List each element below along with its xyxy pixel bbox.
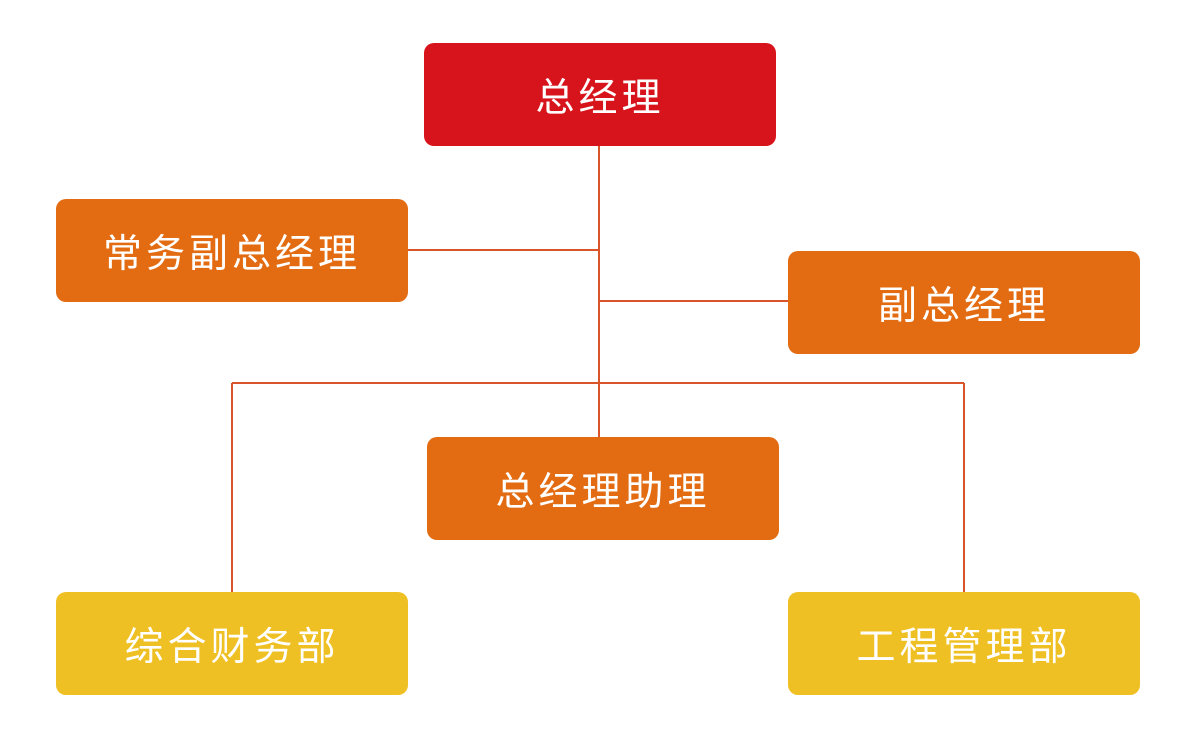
ceo-label: 总经理 [535, 75, 665, 121]
finance-department-label: 综合财务部 [124, 624, 340, 670]
assistant-label: 总经理助理 [495, 469, 711, 515]
exec-deputy-node: 常务副总经理 [56, 199, 408, 302]
exec-deputy-label: 常务副总经理 [102, 231, 361, 277]
deputy-node: 副总经理 [788, 251, 1140, 354]
deputy-label: 副总经理 [877, 283, 1050, 329]
ceo-node: 总经理 [424, 43, 776, 146]
engineering-department-label: 工程管理部 [856, 624, 1072, 670]
engineering-department-node: 工程管理部 [788, 592, 1140, 695]
assistant-node: 总经理助理 [427, 437, 779, 540]
finance-department-node: 综合财务部 [56, 592, 408, 695]
